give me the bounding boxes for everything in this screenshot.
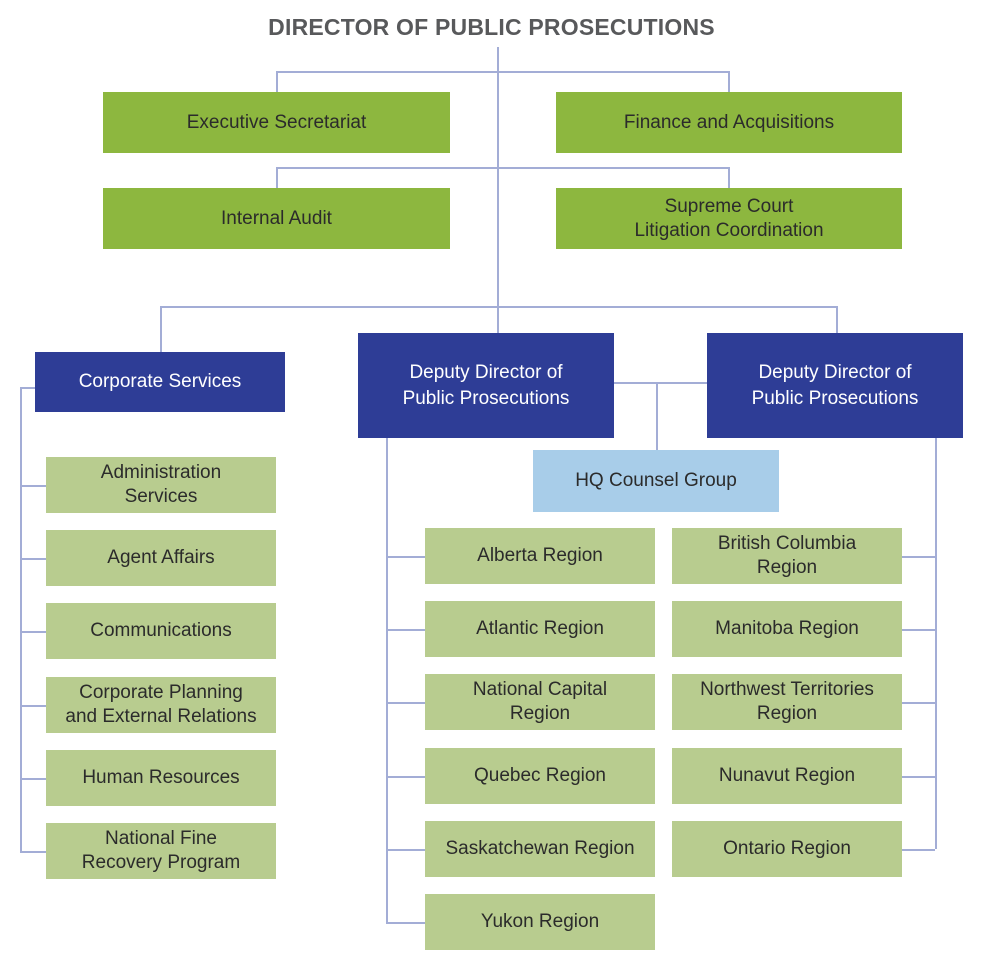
node-national-fine-recovery-program: National Fine Recovery Program — [46, 823, 276, 879]
node-northwest-territories-region: Northwest Territories Region — [672, 674, 902, 730]
connector-stub — [728, 167, 730, 188]
connector-stub — [386, 702, 425, 704]
chart-title: DIRECTOR OF PUBLIC PROSECUTIONS — [268, 14, 715, 40]
connector-stub — [902, 556, 935, 558]
connector-stub — [276, 71, 278, 92]
node-finance-and-acquisitions: Finance and Acquisitions — [556, 92, 902, 153]
node-executive-secretariat: Executive Secretariat — [103, 92, 450, 153]
connector-stub — [386, 922, 425, 924]
node-quebec-region: Quebec Region — [425, 748, 655, 804]
connector-staff-row2 — [276, 167, 728, 169]
node-agent-affairs: Agent Affairs — [46, 530, 276, 586]
connector-stub — [20, 778, 46, 780]
node-british-columbia-region: British Columbia Region — [672, 528, 902, 584]
node-ontario-region: Ontario Region — [672, 821, 902, 877]
connector-stub — [20, 387, 35, 389]
node-nunavut-region: Nunavut Region — [672, 748, 902, 804]
connector-hq-vertical — [656, 382, 658, 450]
node-alberta-region: Alberta Region — [425, 528, 655, 584]
node-deputy-director-left: Deputy Director of Public Prosecutions — [358, 333, 614, 438]
connector-stub — [20, 631, 46, 633]
node-internal-audit: Internal Audit — [103, 188, 450, 249]
connector-right-spine — [935, 438, 937, 849]
connector-root-vertical — [497, 47, 499, 306]
connector-stub — [20, 851, 46, 853]
node-yukon-region: Yukon Region — [425, 894, 655, 950]
connector-stub — [20, 485, 46, 487]
connector-stub — [902, 629, 935, 631]
node-communications: Communications — [46, 603, 276, 659]
node-manitoba-region: Manitoba Region — [672, 601, 902, 657]
connector-stub — [836, 306, 838, 333]
connector-stub — [728, 71, 730, 92]
connector-stub — [20, 558, 46, 560]
node-saskatchewan-region: Saskatchewan Region — [425, 821, 655, 877]
connector-stub — [497, 306, 499, 333]
node-corporate-services: Corporate Services — [35, 352, 285, 412]
connector-stub — [902, 702, 935, 704]
connector-left-spine — [20, 387, 22, 851]
node-national-capital-region: National Capital Region — [425, 674, 655, 730]
connector-stub — [276, 167, 278, 188]
connector-stub — [386, 556, 425, 558]
node-deputy-director-right: Deputy Director of Public Prosecutions — [707, 333, 963, 438]
node-atlantic-region: Atlantic Region — [425, 601, 655, 657]
connector-stub — [902, 776, 935, 778]
connector-stub — [902, 849, 935, 851]
connector-deputies-horizontal — [614, 382, 707, 384]
connector-stub — [386, 776, 425, 778]
node-corporate-planning-external-relations: Corporate Planning and External Relation… — [46, 677, 276, 733]
connector-stub — [386, 849, 425, 851]
connector-stub — [160, 306, 162, 352]
connector-stub — [20, 705, 46, 707]
node-administration-services: Administration Services — [46, 457, 276, 513]
connector-mid-spine — [386, 438, 388, 922]
connector-staff-row1 — [276, 71, 728, 73]
node-hq-counsel-group: HQ Counsel Group — [533, 450, 779, 512]
connector-stub — [386, 629, 425, 631]
node-human-resources: Human Resources — [46, 750, 276, 806]
node-supreme-court-litigation-coordination: Supreme Court Litigation Coordination — [556, 188, 902, 249]
